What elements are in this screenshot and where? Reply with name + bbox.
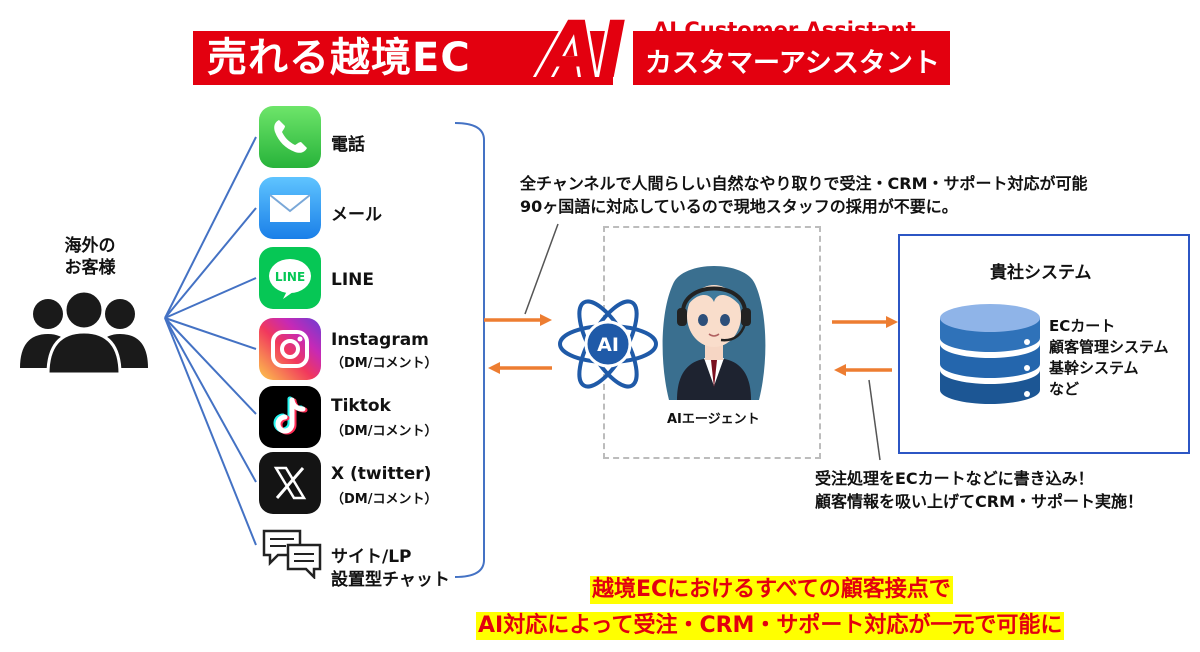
channel-label-x: X (twitter) xyxy=(331,464,432,484)
banner-ai-logo: AI xyxy=(541,6,626,96)
ai-badge-text: AI xyxy=(597,334,619,356)
system-item: 顧客管理システム xyxy=(1049,338,1169,356)
line-icon-text: LINE xyxy=(275,270,305,284)
channel-sub-tiktok: （DM/コメント） xyxy=(331,424,438,439)
tiktok-icon xyxy=(259,386,321,448)
people-group-icon xyxy=(20,289,148,374)
agent-label: AIエージェント xyxy=(667,412,760,427)
channel-label-phone: 電話 xyxy=(331,135,365,155)
header-banner: 売れる越境EC AI AI Customer Assistant カスタマーアシ… xyxy=(193,11,950,91)
system-title: 貴社システム xyxy=(990,263,1092,283)
channel-sub-chat: 設置型チャット xyxy=(331,570,450,590)
mail-icon xyxy=(259,177,321,239)
channel-label-instagram: Instagram xyxy=(331,330,429,350)
bottom-note: 受注処理をECカートなどに書き込み！ 顧客情報を吸い上げてCRM・サポート実施！ xyxy=(815,467,1143,513)
footer-line2: AI対応によって受注・CRM・サポート対応が一元で可能に xyxy=(476,612,1065,640)
top-note-line2: 90ヶ国語に対応しているので現地スタッフの採用が不要に。 xyxy=(520,197,958,216)
banner-right-bg xyxy=(633,31,950,85)
instagram-icon xyxy=(259,318,321,380)
system-items: ECカート 顧客管理システム 基幹システム など xyxy=(1049,316,1169,400)
banner-title: 売れる越境EC xyxy=(207,35,471,81)
banner-left-bg xyxy=(193,31,613,85)
channel-label-line: LINE xyxy=(331,270,374,290)
customer-label-line1: 海外の xyxy=(64,236,116,256)
channel-sub-instagram: （DM/コメント） xyxy=(331,356,438,371)
channel-label-chat: サイト/LP xyxy=(331,547,412,567)
ai-atom-icon: AI xyxy=(558,299,658,389)
line-icon: LINE xyxy=(259,247,321,309)
bottom-note-line1: 受注処理をECカートなどに書き込み！ xyxy=(815,469,1094,488)
company-system-box xyxy=(898,234,1190,454)
system-item: など xyxy=(1049,380,1080,398)
database-icon xyxy=(940,304,1040,404)
banner-subtitle-jp: カスタマーアシスタント xyxy=(645,48,940,79)
agent-avatar-icon xyxy=(662,266,766,400)
x-icon xyxy=(259,452,321,514)
channel-label-tiktok: Tiktok xyxy=(331,396,391,416)
channel-label-mail: メール xyxy=(331,205,382,225)
channel-sub-x: （DM/コメント） xyxy=(331,492,438,507)
top-note-line1: 全チャンネルで人間らしい自然なやり取りで受注・CRM・サポート対応が可能 xyxy=(520,174,1088,193)
system-item: 基幹システム xyxy=(1049,359,1139,377)
bottom-note-line2: 顧客情報を吸い上げてCRM・サポート実施！ xyxy=(815,492,1143,511)
customer-label: 海外の お客様 xyxy=(45,235,135,279)
phone-icon xyxy=(259,106,321,168)
chat-icon xyxy=(262,529,322,579)
customer-label-line2: お客様 xyxy=(64,258,116,278)
system-item: ECカート xyxy=(1049,317,1116,335)
banner-subtitle-en: AI Customer Assistant xyxy=(653,18,916,42)
top-note: 全チャンネルで人間らしい自然なやり取りで受注・CRM・サポート対応が可能 90ヶ… xyxy=(520,172,1088,218)
footer-line1: 越境ECにおけるすべての顧客接点で xyxy=(590,576,953,604)
